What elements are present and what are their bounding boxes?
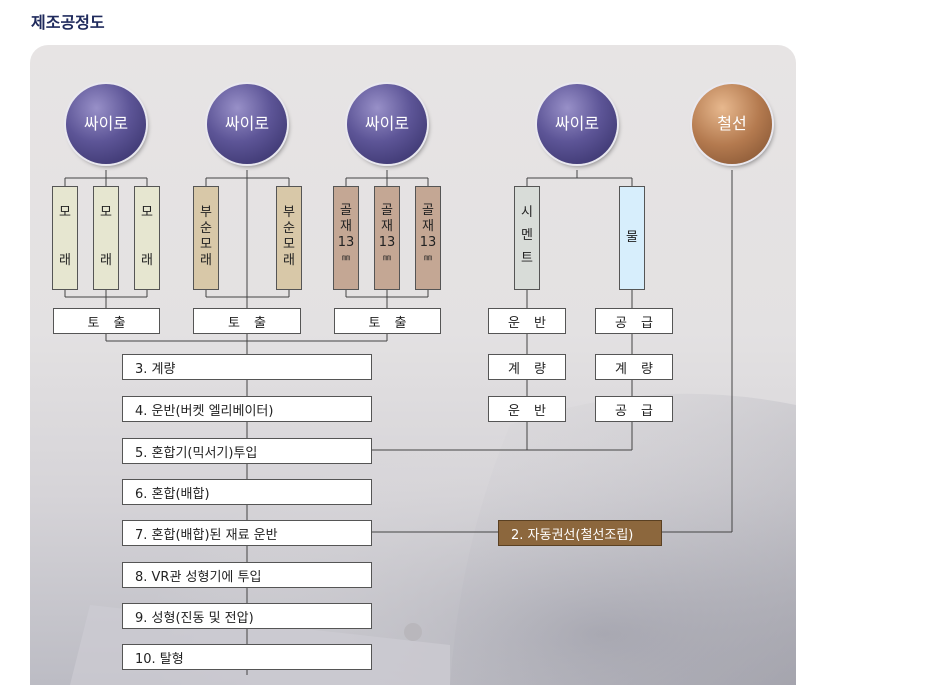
step-3-weigh: 3. 계량 bbox=[122, 354, 372, 380]
material-char: 래 bbox=[59, 253, 71, 268]
material-char: 모 bbox=[100, 205, 112, 220]
material-aggregate-2: 골 재 13 ㎜ bbox=[374, 186, 400, 290]
material-char: 골 bbox=[381, 203, 393, 218]
silo-3: 싸이로 bbox=[347, 84, 427, 164]
material-water: 물 bbox=[619, 186, 645, 290]
page-title: 제조공정도 bbox=[31, 13, 105, 32]
material-char: 부 bbox=[200, 205, 212, 220]
step-8-molding-input: 8. VR관 성형기에 투입 bbox=[122, 562, 372, 588]
material-sand-2: 모 래 bbox=[93, 186, 119, 290]
silo-4: 싸이로 bbox=[537, 84, 617, 164]
step-4-transport: 4. 운반(버켓 엘리베이터) bbox=[122, 396, 372, 422]
water-supply-box: 공급 bbox=[595, 308, 673, 334]
material-char: 순 bbox=[200, 221, 212, 236]
material-char: 멘 bbox=[521, 228, 533, 243]
step-6-mixing: 6. 혼합(배합) bbox=[122, 479, 372, 505]
material-char: 모 bbox=[59, 205, 71, 220]
material-char: 트 bbox=[521, 251, 533, 266]
material-char: 13 bbox=[337, 235, 355, 250]
material-char: 모 bbox=[283, 237, 295, 252]
material-mixed-sand-2: 부 순 모 래 bbox=[276, 186, 302, 290]
step-2-auto-winding: 2. 자동권선(철선조립) bbox=[498, 520, 662, 546]
cement-transport-box: 운반 bbox=[488, 308, 566, 334]
material-char: 순 bbox=[283, 221, 295, 236]
water-supply-box-2: 공급 bbox=[595, 396, 673, 422]
material-char: 래 bbox=[283, 253, 295, 268]
step-7-material-transport: 7. 혼합(배합)된 재료 운반 bbox=[122, 520, 372, 546]
material-char: 래 bbox=[141, 253, 153, 268]
material-char: 부 bbox=[283, 205, 295, 220]
steel-wire-source: 철선 bbox=[692, 84, 772, 164]
material-char: 물 bbox=[626, 230, 638, 245]
silo-2: 싸이로 bbox=[207, 84, 287, 164]
material-char: 13 bbox=[378, 235, 396, 250]
material-char: 재 bbox=[340, 219, 352, 234]
discharge-box-2: 토출 bbox=[193, 308, 301, 334]
discharge-box-3: 토출 bbox=[334, 308, 441, 334]
silo-1: 싸이로 bbox=[66, 84, 146, 164]
material-char: 재 bbox=[381, 219, 393, 234]
material-char: 시 bbox=[521, 205, 533, 220]
material-char: 래 bbox=[200, 253, 212, 268]
material-cement: 시 멘 트 bbox=[514, 186, 540, 290]
material-char: 골 bbox=[422, 203, 434, 218]
material-mixed-sand-1: 부 순 모 래 bbox=[193, 186, 219, 290]
step-10-demolding: 10. 탈형 bbox=[122, 644, 372, 670]
material-sand-1: 모 래 bbox=[52, 186, 78, 290]
cement-transport-box-2: 운반 bbox=[488, 396, 566, 422]
material-char: 재 bbox=[422, 219, 434, 234]
material-char: 13 bbox=[419, 235, 437, 250]
material-aggregate-1: 골 재 13 ㎜ bbox=[333, 186, 359, 290]
step-5-mixer-input: 5. 혼합기(믹서기)투입 bbox=[122, 438, 372, 464]
material-sand-3: 모 래 bbox=[134, 186, 160, 290]
step-9-forming: 9. 성형(진동 및 전압) bbox=[122, 603, 372, 629]
material-unit: ㎜ bbox=[342, 253, 350, 262]
material-unit: ㎜ bbox=[424, 253, 432, 262]
material-char: 래 bbox=[100, 253, 112, 268]
material-unit: ㎜ bbox=[383, 253, 391, 262]
material-char: 모 bbox=[141, 205, 153, 220]
cement-weigh-box: 계량 bbox=[488, 354, 566, 380]
material-aggregate-3: 골 재 13 ㎜ bbox=[415, 186, 441, 290]
material-char: 골 bbox=[340, 203, 352, 218]
discharge-box-1: 토출 bbox=[53, 308, 160, 334]
material-char: 모 bbox=[200, 237, 212, 252]
water-weigh-box: 계량 bbox=[595, 354, 673, 380]
